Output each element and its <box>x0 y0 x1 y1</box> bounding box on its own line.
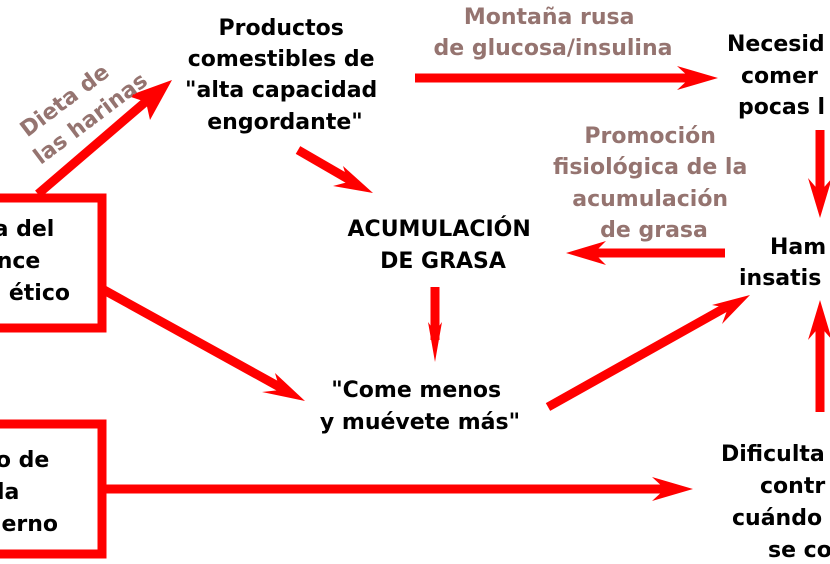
label-montana: Montaña rusa de glucosa/insulina <box>434 5 673 61</box>
node-acumulacion: ACUMULACIÓN DE GRASA <box>348 216 539 274</box>
label-promocion: Promoción fisiológica de la acumulación … <box>553 124 755 243</box>
box1-text: a del nce ético <box>0 217 70 306</box>
node-necesidad: Necesid comer pocas l <box>727 32 830 120</box>
node-hambre: Ham insatis <box>739 235 830 291</box>
arrow-acumulacion-to-come <box>428 287 442 362</box>
arrow-box1-to-productos <box>35 80 172 198</box>
arrow-come-to-hambre <box>545 295 750 411</box>
box-internal-control <box>0 419 107 559</box>
node-productos: Productos comestibles de "alta capacidad… <box>185 16 385 135</box>
box2-text: o de da erno <box>0 448 58 537</box>
arrow-hambre-to-acumulacion <box>566 241 725 265</box>
arrow-dificultad-to-hambre <box>808 300 830 412</box>
arrow-productos-to-acumulacion <box>295 146 373 193</box>
node-come-menos: "Come menos y muévete más" <box>320 378 520 435</box>
arrow-box1-to-come <box>101 286 305 401</box>
arrow-necesidad-to-hambre <box>808 130 830 218</box>
box-energy-balance <box>0 193 107 333</box>
arrow-box2-to-dificultad <box>104 477 693 501</box>
arrow-productos-to-necesidad <box>415 66 718 90</box>
node-dificultad: Dificulta contr cuándo se co <box>721 442 830 563</box>
